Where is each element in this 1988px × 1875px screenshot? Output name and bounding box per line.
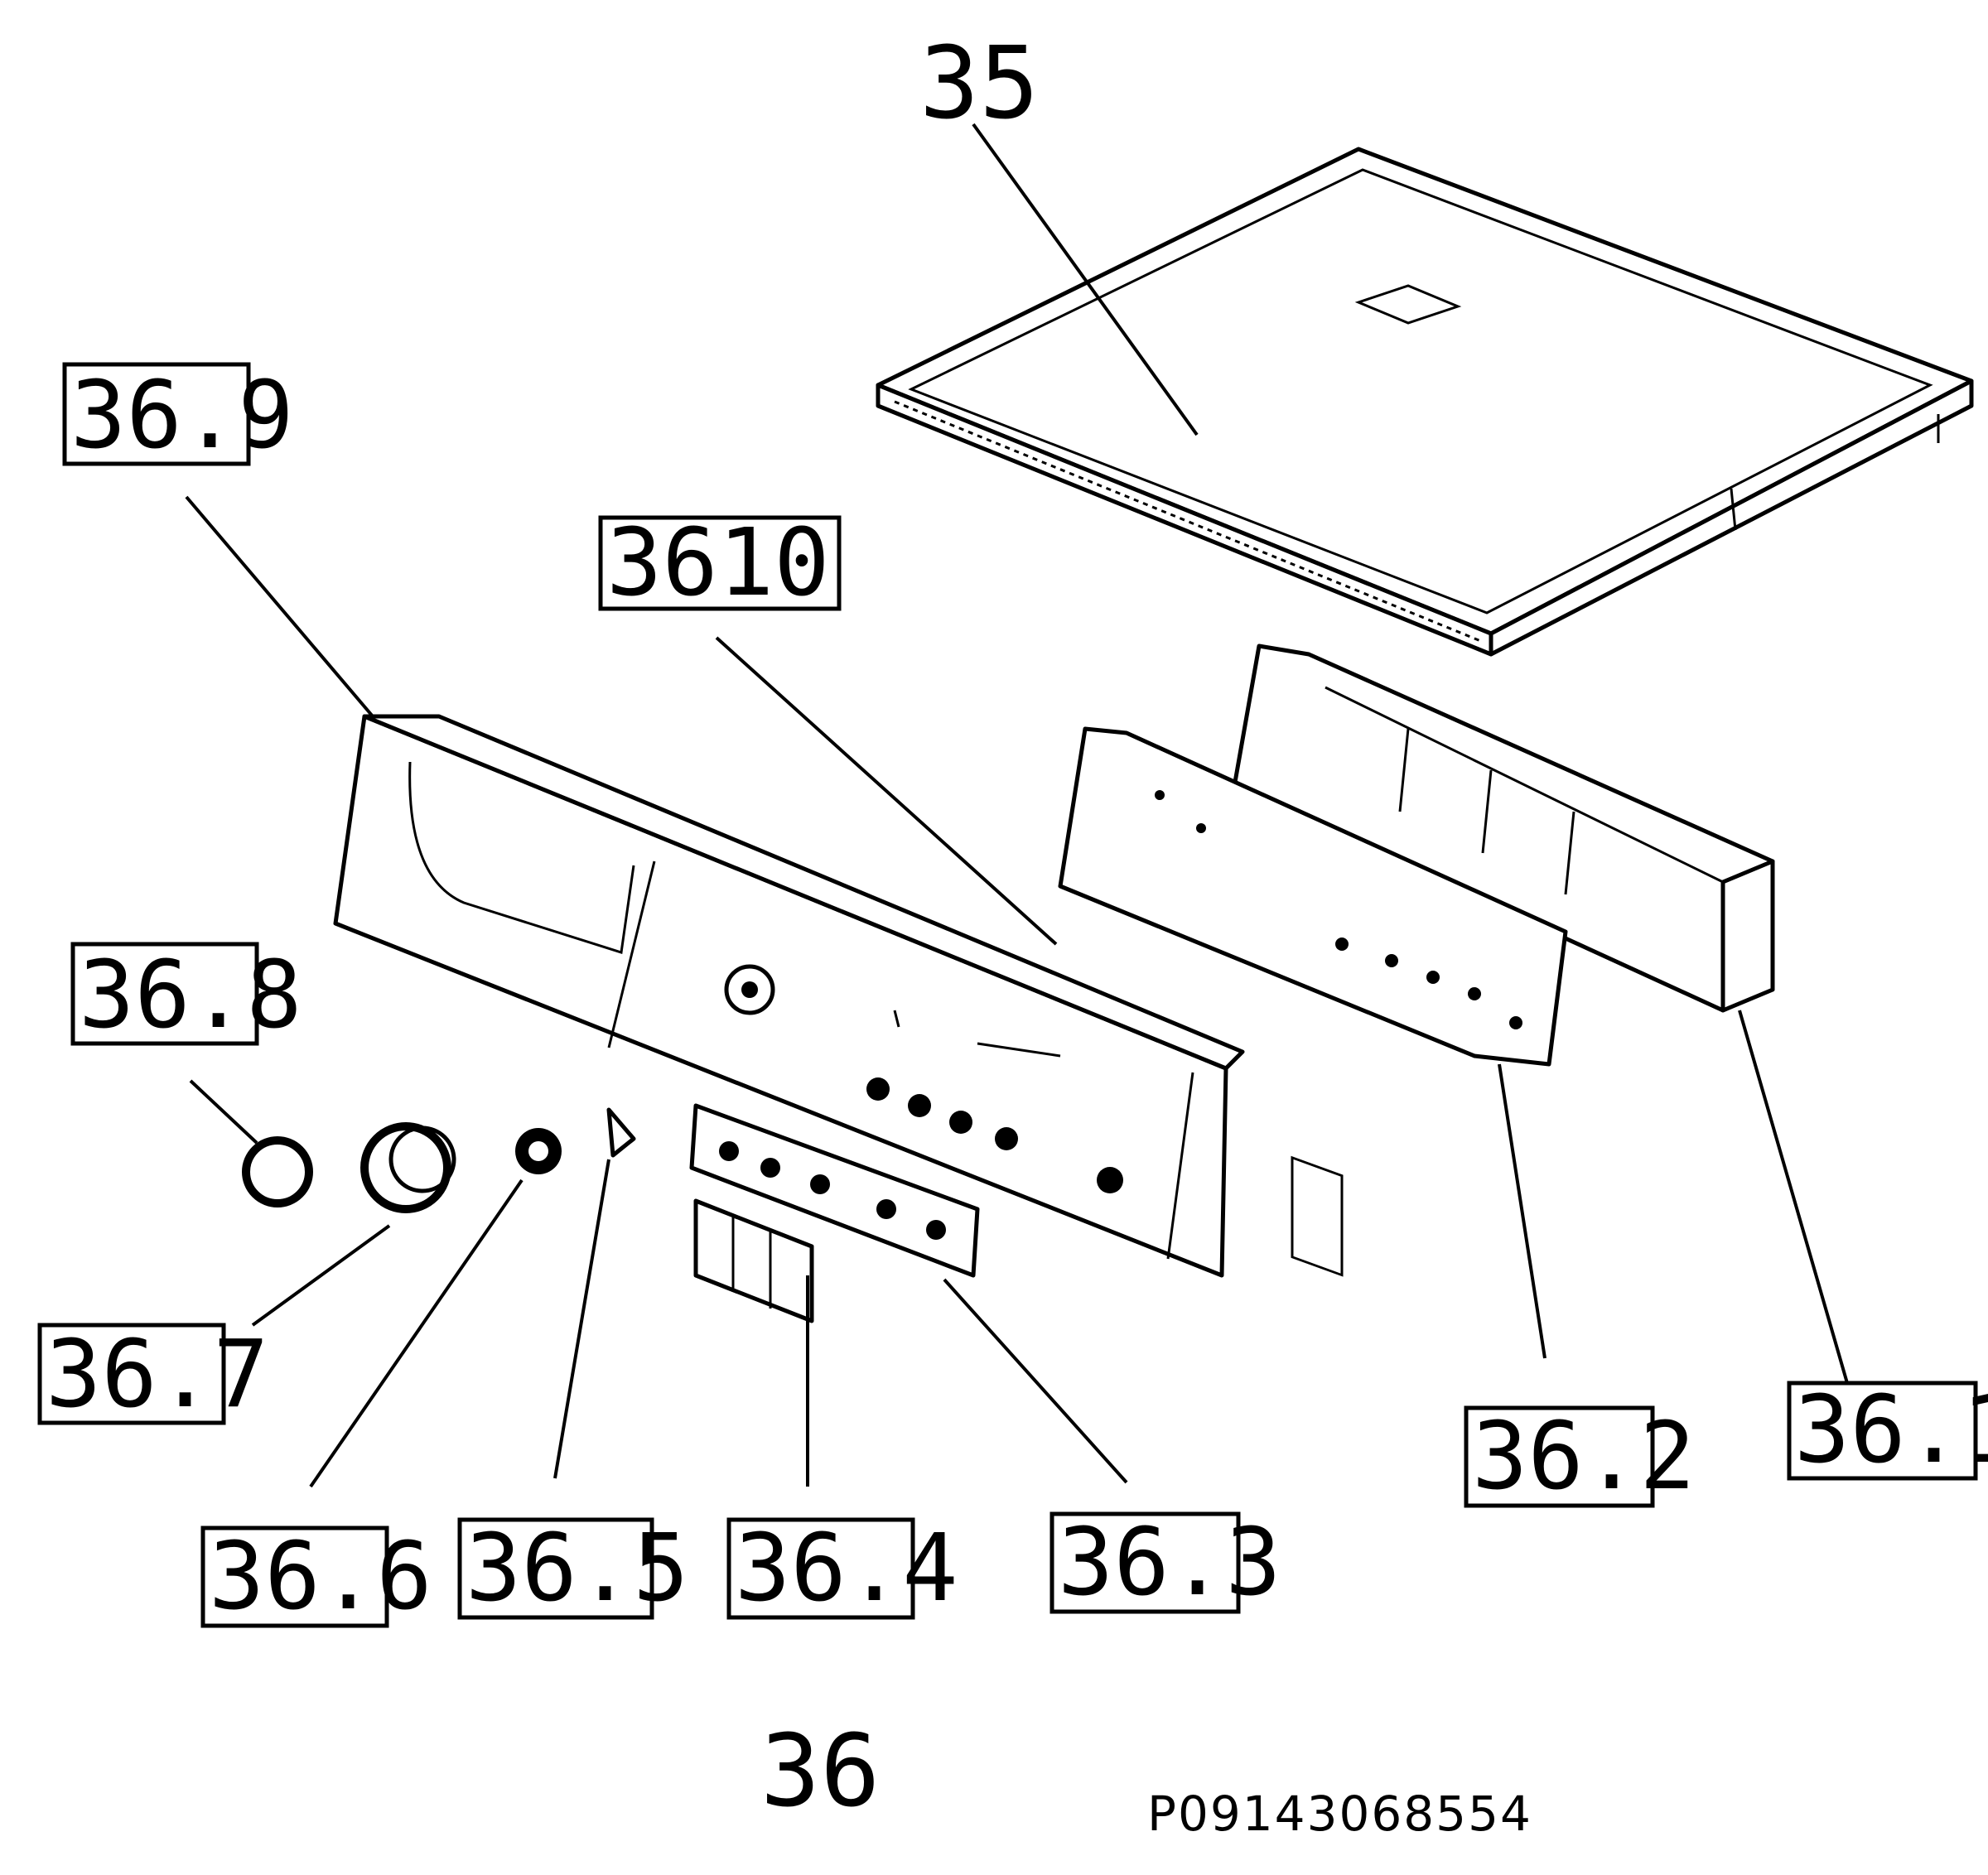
part-36-7-knob — [360, 1122, 456, 1213]
assembly-number: 36 — [760, 1714, 881, 1829]
callout-36-1: 36.1 — [1787, 1376, 1988, 1484]
callout-3610: 3610 — [598, 509, 842, 617]
svg-text:36.5: 36.5 — [466, 1515, 689, 1622]
part-36-9-panel — [333, 714, 1245, 1278]
svg-text:36.4: 36.4 — [735, 1515, 958, 1622]
callout-35: 35 — [919, 27, 1040, 142]
svg-text:36.3: 36.3 — [1058, 1509, 1281, 1617]
part-35-lid — [876, 147, 1974, 657]
callout-36-2: 36.2 — [1464, 1403, 1696, 1511]
callout-36-4: 36.4 — [726, 1515, 958, 1622]
callout-36-8: 36.8 — [70, 942, 302, 1049]
svg-text:36.7: 36.7 — [46, 1321, 269, 1429]
part-36-8-ring — [242, 1136, 313, 1207]
svg-text:36.8: 36.8 — [79, 942, 302, 1049]
svg-text:36.9: 36.9 — [70, 362, 294, 470]
part-36-4-tabs — [693, 1198, 814, 1323]
part-36-1-module — [1232, 643, 1775, 1277]
part-36-3-switch-block — [689, 1103, 980, 1278]
callout-36-3: 36.3 — [1049, 1509, 1281, 1617]
svg-text:3610: 3610 — [606, 509, 830, 617]
part-36-5-light-pipe — [606, 1107, 636, 1158]
svg-text:36.2: 36.2 — [1472, 1403, 1696, 1511]
svg-text:36.6: 36.6 — [209, 1523, 432, 1631]
svg-text:35: 35 — [919, 27, 1040, 142]
part-36-6-gear — [515, 1128, 562, 1174]
reference-code: P09143068554 — [1147, 1786, 1532, 1842]
callout-36-6: 36.6 — [200, 1523, 432, 1631]
callout-36-9: 36.9 — [62, 362, 294, 470]
svg-text:36.1: 36.1 — [1794, 1376, 1988, 1484]
leader-lines — [185, 123, 1849, 1488]
callout-36-7: 36.7 — [37, 1321, 269, 1429]
part-36-2-pcb — [1058, 726, 1568, 1067]
callout-36-5: 36.5 — [457, 1515, 689, 1622]
